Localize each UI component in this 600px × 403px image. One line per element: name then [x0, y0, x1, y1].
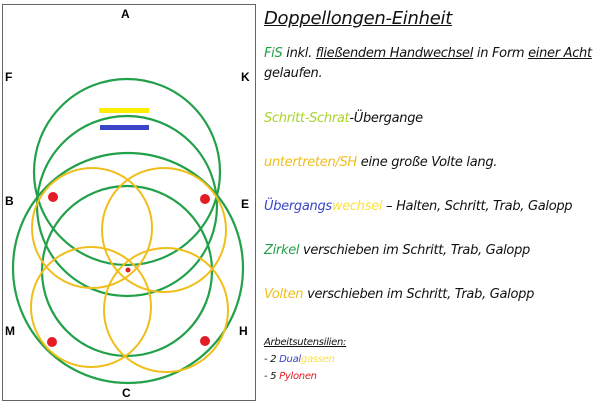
text: gassen	[300, 354, 335, 365]
volte-bottom-left	[30, 246, 152, 368]
pole-blue	[100, 125, 149, 130]
line-untertreten: untertreten/SH eine große Volte lang.	[264, 155, 497, 170]
text: in Form	[476, 46, 525, 61]
line-volten: Volten verschieben im Schritt, Trab, Gal…	[264, 287, 534, 302]
text: Schritt	[264, 111, 305, 126]
text: eine große Volte lang.	[360, 155, 498, 170]
text: -	[304, 111, 310, 126]
marker-k: K	[241, 70, 250, 84]
text: Pylonen	[279, 371, 317, 382]
text: fließendem Handwechsel	[315, 46, 474, 61]
marker-b: B	[5, 194, 14, 208]
line-uebergang: Übergangswechsel – Halten, Schritt, Trab…	[264, 199, 573, 214]
circle-bottom-outer	[11, 151, 245, 385]
tools-item-pylonen: - 5 Pylonen	[264, 371, 317, 382]
fis-label: FiS	[264, 46, 283, 61]
marker-h: H	[239, 324, 248, 338]
pole-yellow	[99, 108, 149, 113]
arena-diagram: A F K B E M H C	[2, 4, 256, 401]
line-schritt: Schritt-Schrat-Übergange	[264, 111, 423, 126]
line-fis: FiS inkl. fließendem Handwechsel in Form…	[264, 46, 592, 61]
arena-border	[2, 4, 256, 401]
marker-e: E	[241, 197, 249, 211]
text: – Halten, Schritt, Trab, Galopp	[382, 199, 573, 214]
volte-bottom-right	[103, 247, 229, 373]
text: Dual	[279, 354, 301, 365]
text: - 5	[264, 371, 280, 382]
pylon-center	[125, 267, 131, 273]
pylon	[48, 192, 58, 202]
pylon	[200, 194, 210, 204]
volte-top-left	[31, 167, 153, 289]
line-fis-cont: gelaufen.	[264, 66, 323, 81]
marker-c: C	[122, 386, 131, 400]
text: verschieben im Schritt, Trab, Galopp	[299, 243, 530, 258]
marker-f: F	[5, 70, 12, 84]
pylon	[200, 336, 210, 346]
circle-top-outer	[32, 77, 222, 267]
text: - 2	[264, 354, 280, 365]
text: verschieben im Schritt, Trab, Galopp	[303, 287, 535, 302]
marker-m: M	[5, 324, 15, 338]
volte-top-right	[101, 167, 227, 293]
text: Schrat	[309, 111, 350, 126]
marker-a: A	[121, 7, 130, 21]
text: wechsel	[331, 199, 383, 214]
text: Übergangs	[264, 199, 332, 214]
page-title: Doppellongen-Einheit	[264, 8, 452, 29]
text: einer Acht	[528, 46, 592, 61]
text: Volten	[264, 287, 304, 302]
text: -Übergange	[349, 111, 423, 126]
text: inkl.	[286, 46, 312, 61]
tools-item-dualgassen: - 2 Dualgassen	[264, 354, 335, 365]
text: untertreten/SH	[264, 155, 357, 170]
pylon	[47, 337, 57, 347]
text: Zirkel	[264, 243, 300, 258]
tools-heading: Arbeitsutensilien:	[264, 337, 347, 348]
line-zirkel: Zirkel verschieben im Schritt, Trab, Gal…	[264, 243, 530, 258]
